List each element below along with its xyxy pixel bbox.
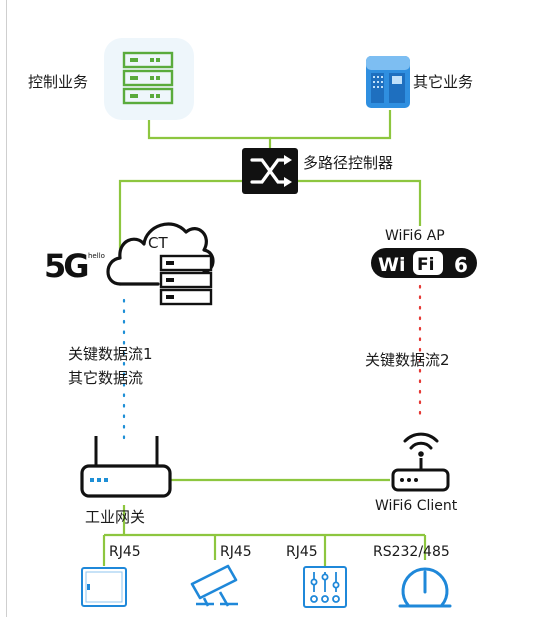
wifi6-client-label: WiFi6 Client <box>375 498 458 514</box>
fiveg-logo-icon: 5G hello <box>44 247 105 285</box>
mixer-icon <box>303 566 347 608</box>
ct-label: CT <box>148 234 168 252</box>
wifi6-logo-icon: Wi Fi 6 <box>371 248 477 278</box>
left-border <box>6 0 7 617</box>
shuffle-icon <box>242 148 298 194</box>
panel-icon <box>81 567 127 607</box>
gateway-label: 工业网关 <box>85 508 146 526</box>
wifi6-ap-label: WiFi6 AP <box>385 228 445 244</box>
camera-icon <box>190 564 238 607</box>
flow1-label-line1: 关键数据流1 <box>68 345 153 363</box>
hello-text: hello <box>88 252 105 260</box>
port4-label: RS232/485 <box>373 544 450 560</box>
other-business-label: 其它业务 <box>413 73 474 91</box>
port3-label: RJ45 <box>286 544 318 560</box>
wifi-logo-fi: Fi <box>417 255 434 275</box>
server-rack-icon <box>104 38 194 120</box>
flow2-label: 关键数据流2 <box>365 351 450 369</box>
ct-server-icon <box>159 254 213 306</box>
port2-label: RJ45 <box>220 544 252 560</box>
router-icon <box>80 436 172 498</box>
control-business-label: 控制业务 <box>28 73 89 91</box>
wifi-logo-wi: Wi <box>378 254 405 276</box>
wifi-router-icon <box>391 432 450 492</box>
gauge-icon <box>398 567 452 608</box>
cloud-icon <box>106 222 215 286</box>
fiveg-text: 5G <box>44 247 87 285</box>
link-control-to-controller <box>147 108 272 150</box>
multipath-controller-label: 多路径控制器 <box>303 154 394 172</box>
link-other-to-controller <box>270 110 392 140</box>
port1-label: RJ45 <box>109 544 141 560</box>
storage-server-icon <box>366 56 410 108</box>
flow1-label-line2: 其它数据流 <box>68 369 144 387</box>
wifi-logo-6: 6 <box>454 253 468 277</box>
